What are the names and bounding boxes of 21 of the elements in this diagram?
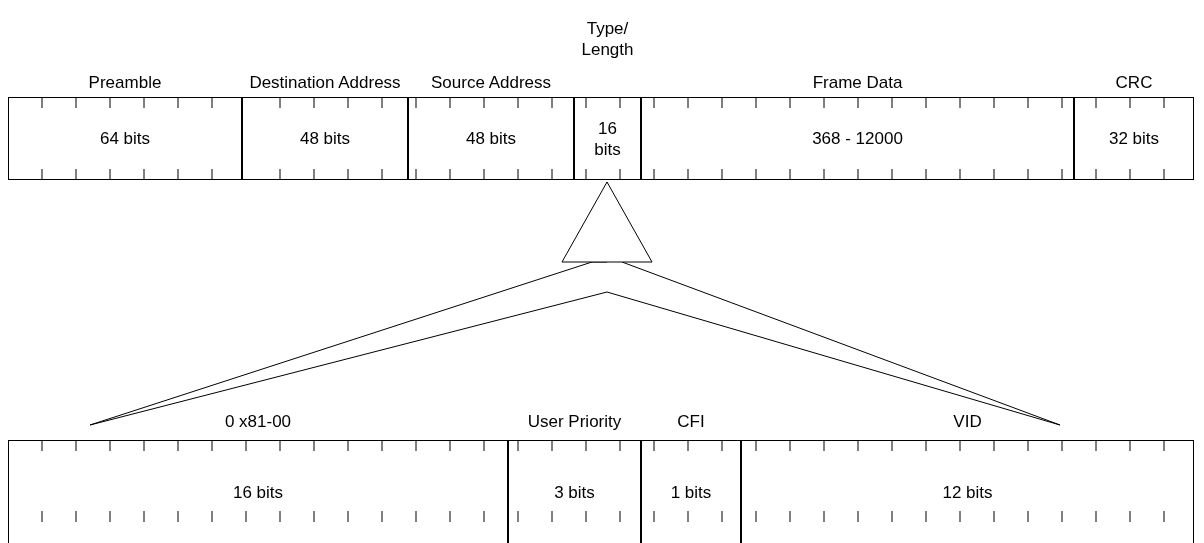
frame-field: 16 bits [8,440,508,543]
frame-field: 32 bits [1074,97,1194,180]
field-name: User Priority [527,411,622,432]
frame-field: 48 bits [242,97,408,180]
field-name: 0 x81-00 [224,411,292,432]
frame-field: 48 bits [408,97,574,180]
frame-field: 368 - 12000 [641,97,1074,180]
frame-field: 16 bits [574,97,641,180]
frame-field: 64 bits [8,97,242,180]
expansion-callout [89,181,1061,426]
field-name: Source Address [431,72,551,93]
field-name: Destination Address [249,72,401,93]
frame-field: 12 bits [741,440,1194,543]
field-name: CRC [1115,72,1153,93]
field-name: Preamble [88,72,162,93]
field-name: VID [953,411,982,432]
field-name: Type/ Length [580,18,635,60]
frame-field: 3 bits [508,440,641,543]
field-name: Frame Data [812,72,903,93]
frame-field: 1 bits [641,440,741,543]
field-name: CFI [677,411,705,432]
